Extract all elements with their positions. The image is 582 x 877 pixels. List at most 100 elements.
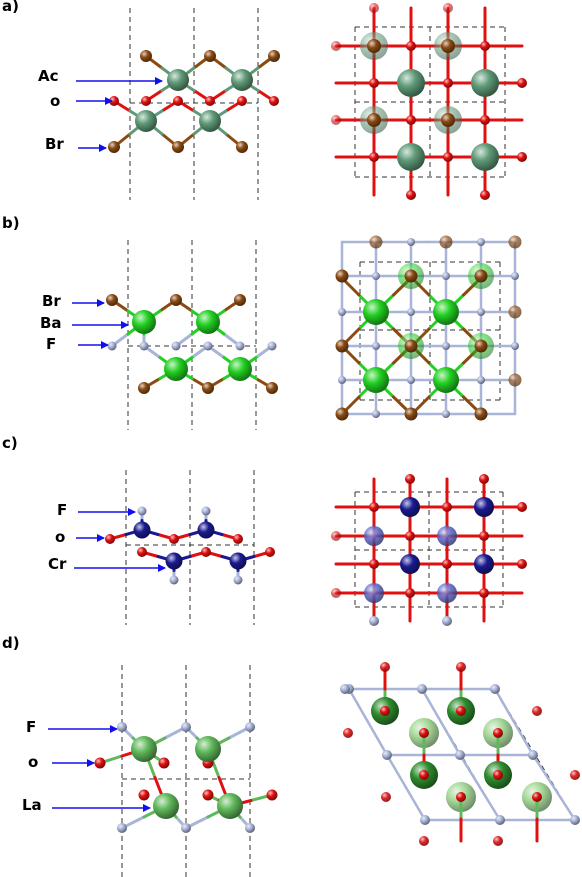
o-atom <box>419 728 429 738</box>
f-atom <box>233 575 243 585</box>
o-atom <box>480 41 490 51</box>
br-atom <box>441 113 455 127</box>
br-atom <box>266 382 278 394</box>
br-atom <box>508 235 522 249</box>
br-atom <box>369 235 383 249</box>
label-arrows <box>48 77 166 812</box>
br-atom <box>367 39 381 53</box>
o-atom <box>517 78 527 88</box>
f-atom <box>203 341 213 351</box>
label-a-o: o <box>50 92 61 110</box>
cr-atom <box>400 554 420 574</box>
label-c-o: o <box>55 528 66 546</box>
o-atom <box>265 547 275 557</box>
bond <box>420 687 443 724</box>
o-atom <box>456 662 466 672</box>
cr-atom <box>437 526 457 546</box>
f-atom <box>338 376 346 384</box>
o-atom <box>266 789 278 801</box>
br-atom <box>335 407 349 421</box>
o-atom <box>380 706 390 716</box>
f-atom <box>245 722 255 732</box>
f-atom <box>267 341 277 351</box>
panel-a-side-view <box>108 8 280 200</box>
br-atom <box>108 141 120 153</box>
panel-d-side-view <box>94 665 278 877</box>
panel-b-top-view <box>335 235 522 421</box>
o-atom <box>406 190 416 200</box>
ac-atom <box>135 110 157 132</box>
br-atom <box>367 113 381 127</box>
o-atom <box>443 3 453 13</box>
ba-atom <box>228 357 252 381</box>
br-atom <box>441 39 455 53</box>
br-atom <box>236 141 248 153</box>
o-atom <box>331 588 341 598</box>
br-atom <box>172 141 184 153</box>
f-atom <box>117 823 127 833</box>
br-atom <box>474 339 488 353</box>
o-atom <box>479 588 489 598</box>
br-atom <box>335 339 349 353</box>
ac-atom <box>471 143 499 171</box>
cr-atom <box>197 521 215 539</box>
o-atom <box>532 792 542 802</box>
br-atom <box>474 269 488 283</box>
f-atom <box>407 376 415 384</box>
o-atom <box>493 836 503 846</box>
f-atom <box>137 506 147 516</box>
o-atom <box>331 41 341 51</box>
o-atom <box>369 78 379 88</box>
bond <box>531 753 556 789</box>
o-atom <box>442 559 452 569</box>
f-atom <box>570 815 580 825</box>
cr-atom <box>165 552 183 570</box>
label-a-ac: Ac <box>38 67 59 85</box>
f-atom <box>442 342 450 350</box>
br-atom <box>140 50 152 62</box>
ba-atom <box>132 310 156 334</box>
o-atom <box>443 78 453 88</box>
o-atom <box>331 115 341 125</box>
o-atom <box>479 474 489 484</box>
o-atom <box>456 706 466 716</box>
ac-atom <box>397 143 425 171</box>
label-d-f: F <box>26 718 37 736</box>
f-atom <box>407 238 415 246</box>
o-atom <box>158 757 170 769</box>
br-atom <box>268 50 280 62</box>
o-atom <box>405 474 415 484</box>
bond <box>439 720 462 757</box>
f-atom <box>338 308 346 316</box>
cr-atom <box>229 552 247 570</box>
f-atom <box>382 750 392 760</box>
o-atom <box>480 115 490 125</box>
cr-atom <box>364 583 384 603</box>
panel-label-d: d) <box>2 634 20 652</box>
o-atom <box>169 534 179 544</box>
f-atom <box>235 341 245 351</box>
o-atom <box>369 502 379 512</box>
f-atom <box>495 815 505 825</box>
bond <box>458 753 482 789</box>
f-atom <box>340 684 350 694</box>
o-atom <box>570 770 580 780</box>
f-atom <box>420 815 430 825</box>
bond <box>404 786 427 822</box>
br-atom <box>404 269 418 283</box>
o-atom <box>493 770 503 780</box>
br-atom <box>106 294 118 306</box>
bond <box>493 687 516 724</box>
o-atom <box>517 502 527 512</box>
o-atom <box>173 96 183 106</box>
f-atom <box>372 272 380 280</box>
o-atom <box>442 502 452 512</box>
ac-atom <box>167 69 189 91</box>
f-atom <box>181 823 191 833</box>
o-atom <box>406 41 416 51</box>
bond <box>512 720 535 757</box>
ba-atom <box>363 299 389 325</box>
panel-b-side-view <box>106 240 278 430</box>
f-atom <box>169 575 179 585</box>
cr-atom <box>400 497 420 517</box>
